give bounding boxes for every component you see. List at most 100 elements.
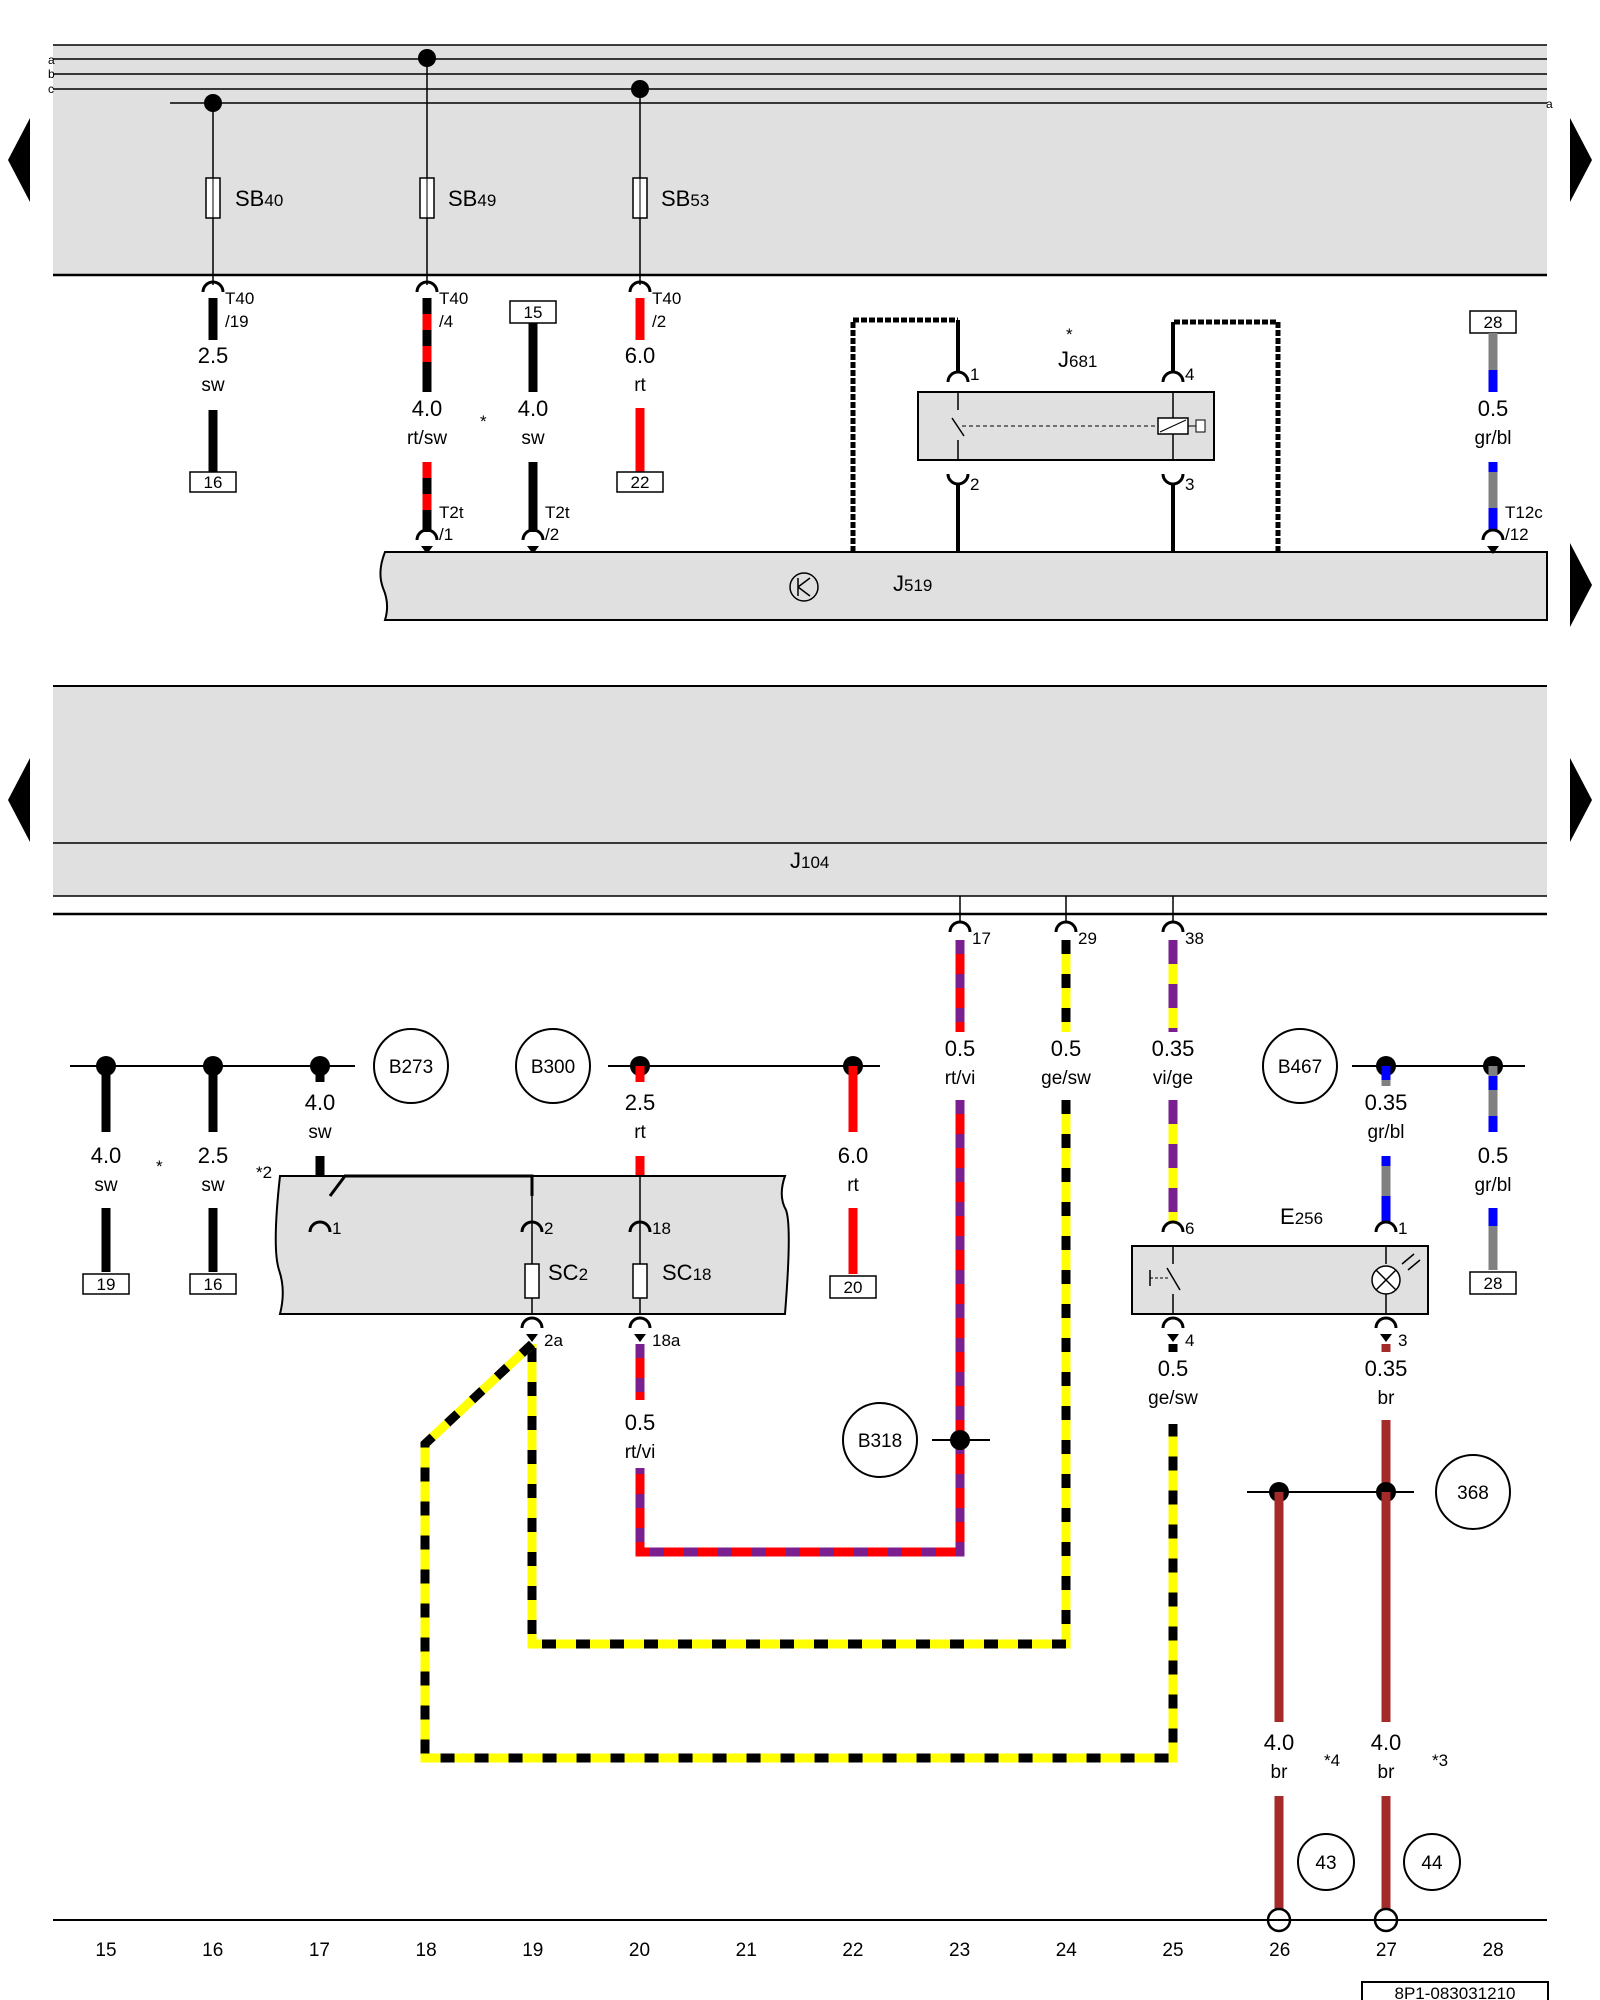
column-number: 18 (416, 1940, 437, 1961)
ground-refs[interactable]: 43 44 (1297, 1833, 1461, 1891)
arrow-left-icon[interactable] (8, 118, 30, 202)
svg-text:SB49: SB49 (448, 186, 496, 211)
ref-box-16 (189, 471, 237, 493)
relay-j681[interactable]: 1 2 4 3 * J681 (850, 317, 1281, 552)
fuse-box-sc[interactable]: 1 2 18 2a 18a SC2 SC18 (274, 1174, 790, 1350)
wire-col16-lower[interactable]: 2.5 sw 16 (189, 1066, 237, 1295)
arrow-right-icon[interactable] (1570, 543, 1592, 627)
fuse-sb53[interactable]: SB53 (631, 80, 709, 285)
wire-col25-gesw[interactable]: 0.5 ge/sw (1148, 1344, 1198, 1409)
ref-box-20 (829, 1275, 877, 1299)
svg-text:4.0: 4.0 (1264, 1730, 1295, 1755)
svg-text:SC2: SC2 (548, 1260, 588, 1285)
svg-text:8P1-083031210: 8P1-083031210 (1394, 1984, 1515, 2000)
svg-text:4.0: 4.0 (412, 396, 443, 421)
svg-text:4.0: 4.0 (305, 1090, 336, 1115)
svg-text:br: br (1378, 1762, 1396, 1783)
switch-e256[interactable]: 6 4 1 3 E256 (1131, 1204, 1429, 1350)
svg-text:0.5: 0.5 (1478, 396, 1509, 421)
fuse-panel (53, 45, 1547, 275)
svg-text:gr/bl: gr/bl (1475, 1175, 1512, 1196)
arrow-right-icon[interactable] (1570, 118, 1592, 202)
j104-connectors (948, 920, 1185, 933)
wire-col27-grbl[interactable]: 0.35 gr/bl (1365, 1066, 1408, 1222)
svg-text:0.5: 0.5 (1051, 1036, 1082, 1061)
wire-col24[interactable]: 0.5 ge/sw (527, 940, 1091, 1649)
svg-text:0.5: 0.5 (1478, 1143, 1509, 1168)
ecu-j104[interactable]: J104 (53, 685, 1547, 916)
svg-text:2.5: 2.5 (198, 1143, 229, 1168)
bus-b467[interactable]: B467 (1262, 1028, 1525, 1104)
svg-text:rt/vi: rt/vi (945, 1068, 976, 1089)
svg-text:br: br (1378, 1388, 1396, 1409)
svg-text:20: 20 (844, 1278, 863, 1297)
svg-text:1: 1 (970, 365, 979, 384)
pin-t2t-1-sub: /1 (439, 525, 453, 544)
bus-b273[interactable]: B273 (70, 1028, 449, 1104)
svg-text:rt/sw: rt/sw (407, 428, 447, 449)
svg-text:B300: B300 (531, 1057, 575, 1078)
wire-col28-grbl[interactable]: 0.5 gr/bl 28 (1469, 1066, 1517, 1295)
svg-text:br: br (1271, 1762, 1289, 1783)
svg-text:4.0: 4.0 (518, 396, 549, 421)
pin-t2t-1: T2t (439, 503, 464, 522)
wire-col28-top[interactable]: 28 0.5 gr/bl T12c /12 (1469, 310, 1543, 554)
svg-text:SB40: SB40 (235, 186, 283, 211)
bus-b300[interactable]: B300 (515, 1028, 880, 1104)
wire-col16-top[interactable]: 2.5 sw 16 (189, 298, 237, 493)
svg-text:22: 22 (631, 473, 650, 492)
splice-b318[interactable]: B318 (842, 1402, 990, 1478)
pin-t2t-2: T2t (545, 503, 570, 522)
t2t-connectors (415, 528, 545, 554)
svg-text:gr/bl: gr/bl (1368, 1122, 1405, 1143)
ref-box-22 (616, 471, 664, 493)
column-number: 27 (1376, 1940, 1397, 1961)
arrow-left-icon[interactable] (8, 758, 30, 842)
svg-text:28: 28 (1484, 313, 1503, 332)
fuse-sb49[interactable]: SB49 (418, 49, 496, 285)
wire-col23[interactable]: 0.5 rt/vi (635, 940, 976, 1557)
svg-text:28: 28 (1484, 1274, 1503, 1293)
wire-col27-br[interactable]: 0.35 br (1365, 1344, 1408, 1492)
svg-text:2.5: 2.5 (625, 1090, 656, 1115)
bus-368[interactable]: 368 (1247, 1454, 1511, 1530)
svg-text:SB53: SB53 (661, 186, 709, 211)
column-number: 16 (202, 1940, 223, 1961)
svg-text:gr/bl: gr/bl (1475, 428, 1512, 449)
wire-col26-br[interactable]: 4.0 br (1264, 1492, 1295, 1933)
svg-text:18a: 18a (652, 1331, 681, 1350)
fuse-sb40[interactable]: SB40 (204, 94, 283, 285)
svg-text:ge/sw: ge/sw (1041, 1068, 1091, 1089)
wire-col25[interactable]: 0.35 vi/ge (1152, 940, 1195, 1222)
svg-text:6.0: 6.0 (838, 1143, 869, 1168)
ecu-j519[interactable]: J519 (379, 551, 1548, 621)
wire-col27-br-lower[interactable]: 4.0 br (1371, 1492, 1402, 1933)
svg-text:rt: rt (847, 1175, 859, 1196)
bus-label-a-right: a (1546, 97, 1553, 111)
svg-text:6.0: 6.0 (625, 343, 656, 368)
document-id: 8P1-083031210 (1361, 1981, 1549, 2000)
svg-text:0.35: 0.35 (1152, 1036, 1195, 1061)
connector-symbols-top (201, 280, 652, 293)
wire-col20-rtvi[interactable]: 0.5 rt/vi (625, 1344, 656, 1463)
wire-col18-top[interactable]: 4.0 rt/sw (407, 298, 447, 532)
svg-text:2: 2 (970, 475, 979, 494)
svg-text:43: 43 (1315, 1853, 1336, 1874)
svg-text:16: 16 (204, 473, 223, 492)
bus-lines (53, 44, 1547, 277)
asterisk-note-2: *2 (256, 1163, 272, 1182)
pin-t40-4-sub: /4 (439, 312, 453, 331)
wire-col19-top[interactable]: 15 4.0 sw (509, 300, 557, 532)
wire-col20-top[interactable]: 6.0 rt 22 (616, 298, 664, 493)
arrow-right-icon[interactable] (1570, 758, 1592, 842)
wire-2a-to-col25[interactable] (420, 1340, 1178, 1763)
bus-label-c: c (48, 82, 54, 96)
svg-text:ge/sw: ge/sw (1148, 1388, 1198, 1409)
svg-text:sw: sw (201, 1175, 225, 1196)
svg-text:4.0: 4.0 (91, 1143, 122, 1168)
column-number: 21 (736, 1940, 757, 1961)
svg-text:44: 44 (1421, 1853, 1443, 1874)
wire-col15-lower[interactable]: 4.0 sw 19 (82, 1066, 130, 1295)
wire-col22-lower[interactable]: 6.0 rt 20 (829, 1066, 877, 1299)
